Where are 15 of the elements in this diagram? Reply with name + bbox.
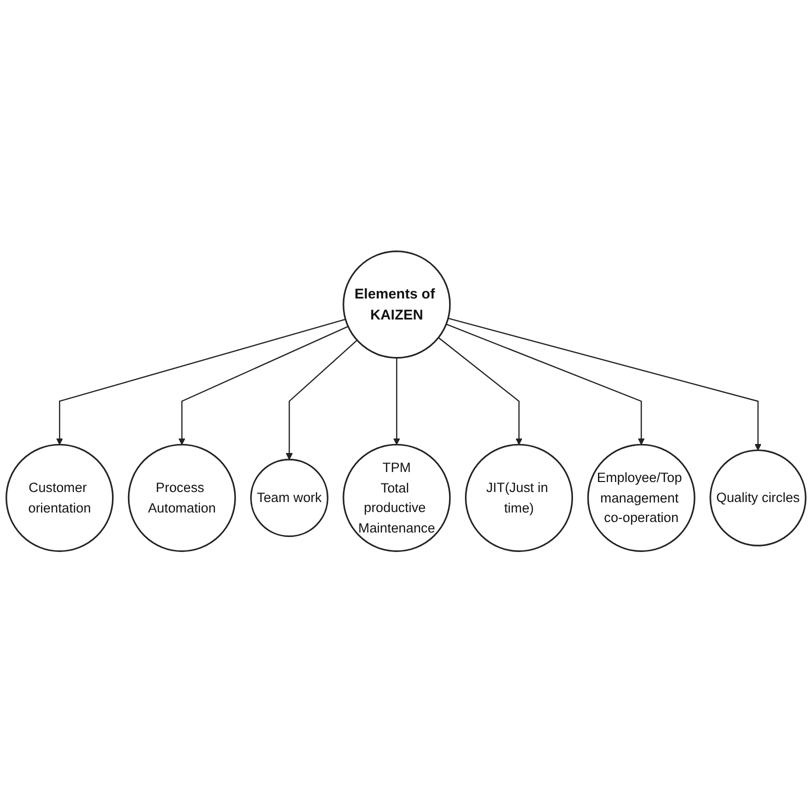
node-circle: Elements of KAIZEN — [342, 250, 451, 358]
arrow — [286, 340, 358, 460]
node-circle: Customer orientation — [6, 444, 114, 552]
node-circle: Quality circles — [710, 449, 806, 546]
node-circle: JIT(Just in time) — [464, 444, 574, 552]
arrow — [56, 318, 346, 445]
node-circle: TPM Total productive Maintenance — [342, 444, 451, 552]
node-circle: Process Automation — [128, 444, 236, 552]
arrow — [448, 318, 762, 450]
node-circle: Employee/Top management co-operation — [587, 444, 696, 552]
arrow — [178, 326, 348, 445]
arrow — [393, 358, 400, 445]
arrow — [446, 323, 645, 445]
arrow — [438, 336, 522, 445]
node-circle: Team work — [250, 458, 328, 537]
